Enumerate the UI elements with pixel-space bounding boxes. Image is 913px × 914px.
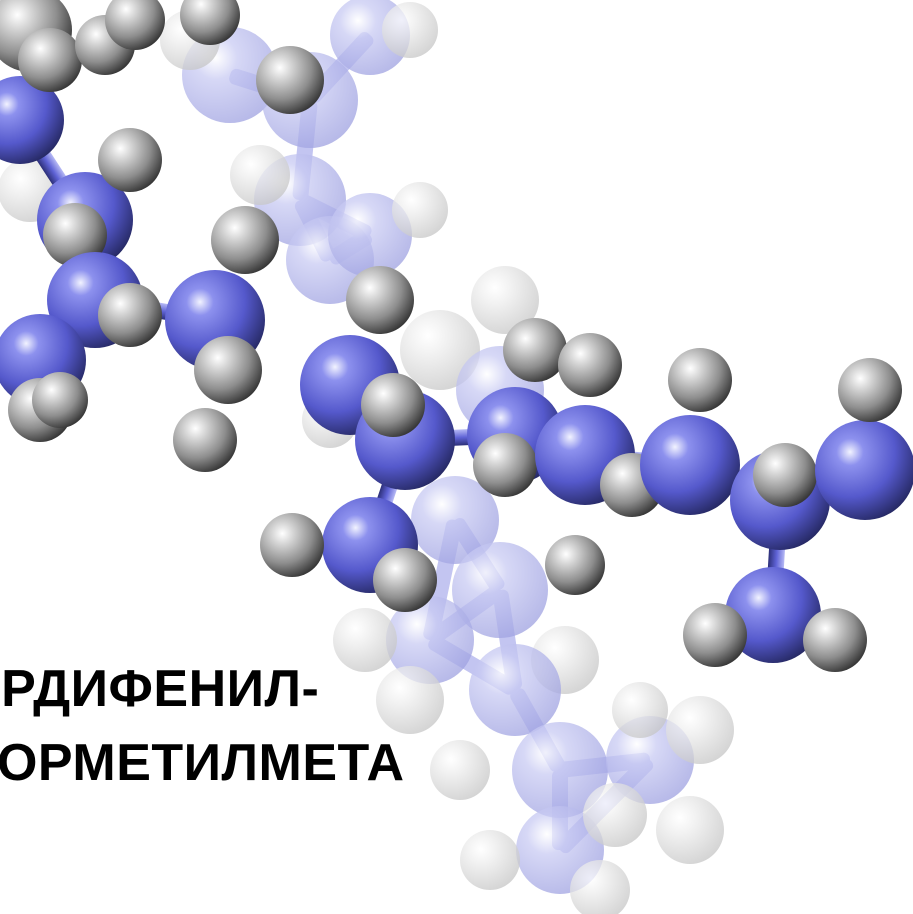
- hydrogen-atom-sphere: [346, 266, 414, 334]
- hydrogen-atom-sphere: [668, 348, 732, 412]
- hydrogen-atom-sphere: [18, 28, 82, 92]
- hydrogen-atom-sphere: [98, 283, 162, 347]
- hydrogen-atom-sphere: [803, 608, 867, 672]
- hydrogen-atom-sphere: [612, 682, 668, 738]
- hydrogen-atom-sphere: [753, 443, 817, 507]
- heavy-atom-sphere: [452, 542, 548, 638]
- heavy-atom-sphere: [725, 567, 821, 663]
- caption-line-1: ЕРДИФЕНИЛ-: [0, 660, 320, 718]
- hydrogen-atom-sphere: [194, 336, 262, 404]
- heavy-atom-sphere: [386, 596, 474, 684]
- hydrogen-atom-sphere: [570, 860, 630, 914]
- hydrogen-atom-sphere: [230, 145, 290, 205]
- hydrogen-atom-sphere: [838, 358, 902, 422]
- hydrogen-atom-sphere: [382, 2, 438, 58]
- hydrogen-atom-sphere: [583, 783, 647, 847]
- hydrogen-atom-sphere: [666, 696, 734, 764]
- hydrogen-atom-sphere: [683, 603, 747, 667]
- heavy-atom-sphere: [640, 415, 740, 515]
- hydrogen-atom-sphere: [460, 830, 520, 890]
- hydrogen-atom-sphere: [373, 548, 437, 612]
- hydrogen-atom-sphere: [180, 0, 240, 45]
- heavy-atom-sphere: [0, 76, 64, 164]
- hydrogen-atom-sphere: [256, 46, 324, 114]
- hydrogen-atom-sphere: [173, 408, 237, 472]
- hydrogen-atom-sphere: [503, 318, 567, 382]
- hydrogen-atom-sphere: [558, 333, 622, 397]
- hydrogen-atom-sphere: [430, 740, 490, 800]
- hydrogen-atom-sphere: [333, 608, 397, 672]
- heavy-atom-sphere: [469, 644, 561, 736]
- hydrogen-atom-sphere: [105, 0, 165, 50]
- heavy-atom-sphere: [815, 420, 913, 520]
- hydrogen-atom-sphere: [361, 373, 425, 437]
- heavy-atom-sphere: [328, 193, 412, 277]
- hydrogen-atom-sphere: [98, 128, 162, 192]
- hydrogen-atom-sphere: [32, 372, 88, 428]
- hydrogen-atom-sphere: [656, 796, 724, 864]
- hydrogen-atom-sphere: [376, 666, 444, 734]
- hydrogen-atom-sphere: [43, 203, 107, 267]
- heavy-atom-sphere: [512, 722, 608, 818]
- hydrogen-atom-sphere: [260, 513, 324, 577]
- hydrogen-atom-sphere: [211, 206, 279, 274]
- hydrogen-atom-sphere: [471, 266, 539, 334]
- hydrogen-atom-sphere: [400, 310, 480, 390]
- hydrogen-atom-sphere: [545, 535, 605, 595]
- caption-line-2: ТОРМЕТИЛМЕТА: [0, 734, 405, 792]
- heavy-atom-sphere: [411, 476, 499, 564]
- hydrogen-atom-sphere: [392, 182, 448, 238]
- hydrogen-atom-sphere: [473, 433, 537, 497]
